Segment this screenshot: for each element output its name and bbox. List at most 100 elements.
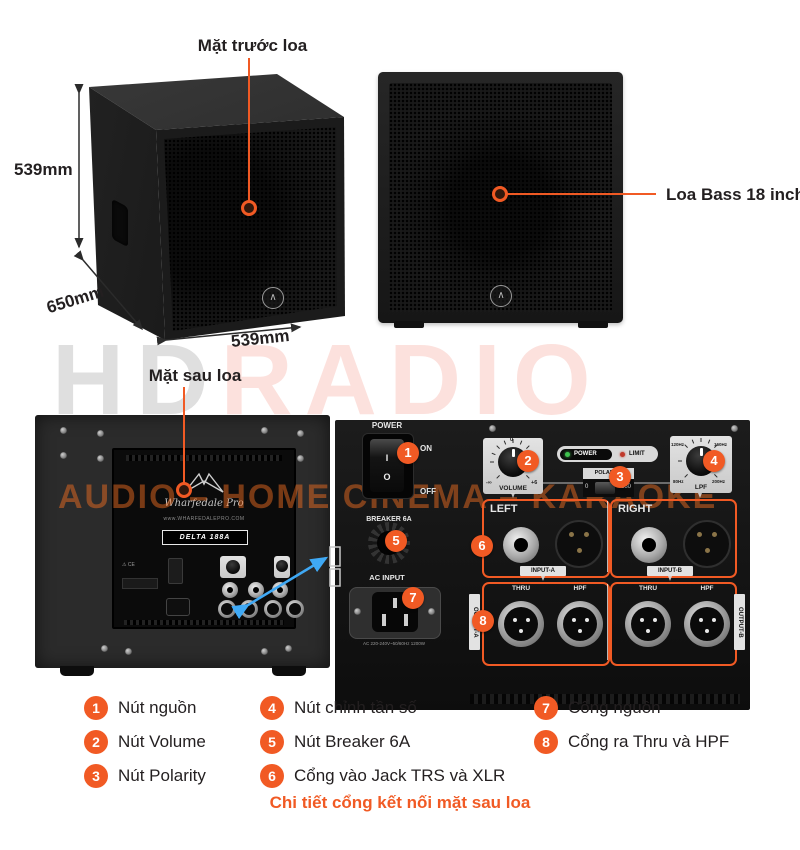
callout-2: 2 (517, 450, 539, 472)
output-b-vertical-tab: OUTPUT-B (734, 594, 745, 650)
power-led (565, 451, 570, 457)
vent-slots (126, 455, 282, 461)
legend-label-7: Cổng nguồn (568, 698, 661, 717)
callout-5: 5 (385, 530, 407, 552)
legend-label-3: Nút Polarity (118, 766, 206, 785)
panel-divider (607, 501, 608, 572)
lpf-ticks (678, 438, 724, 478)
screw (97, 430, 104, 437)
volume-min: -∞ (486, 480, 492, 486)
on-label: ON (420, 444, 432, 453)
lpf-160: 160Hz (714, 442, 728, 447)
breaker-label: BREAKER 6A (366, 516, 412, 523)
legend-item: 3 Nút Polarity (84, 764, 206, 788)
xlr-output-thru-a (498, 601, 544, 647)
wharfedale-wing-logo (184, 472, 224, 493)
height-dimension-label: 539mm (14, 160, 73, 179)
trs-jack-right (631, 527, 667, 563)
xlr-output-hpf-b (684, 601, 730, 647)
legend-num-6: 6 (260, 764, 284, 788)
right-label: RIGHT (618, 503, 653, 515)
screw (297, 455, 304, 462)
legend-num-5: 5 (260, 730, 284, 754)
left-label: LEFT (490, 503, 518, 515)
detail-zoom-arrow (231, 556, 329, 620)
legend-column-3: 7 Cổng nguồn 8 Cổng ra Thru và HPF (534, 696, 729, 764)
volume-text: VOLUME (499, 485, 527, 492)
legend-num-7: 7 (534, 696, 558, 720)
lpf-80: 80Hz (673, 479, 684, 484)
signal-flow-lines (511, 482, 702, 581)
front-speaker-perspective-photo: ∧ (60, 55, 360, 355)
legend-item: 5 Nút Breaker 6A (260, 730, 505, 754)
legend-item: 7 Cổng nguồn (534, 696, 729, 720)
legend-num-2: 2 (84, 730, 108, 754)
legend-label-1: Nút nguồn (118, 698, 197, 717)
cert-marks: ⚠ CE (122, 562, 135, 568)
hpf-label: HPF (573, 585, 587, 592)
legend-label-4: Nút chỉnh tần số (294, 698, 417, 717)
off-label: OFF (420, 487, 436, 496)
width-dimension-arrow (156, 323, 302, 346)
switch-off-glyph: O (383, 472, 391, 482)
watermark-hdradio: HDRADIO (52, 324, 603, 436)
rear-annotation: Mặt sau loa (148, 366, 242, 385)
led-indicator-strip: POWER LIMIT (557, 446, 658, 462)
thru-label: THRU (638, 585, 658, 592)
polarity-slider (595, 482, 615, 494)
legend-item: 4 Nút chỉnh tần số (260, 696, 505, 720)
vent-slots (124, 620, 284, 625)
lpf-text: LPF (694, 484, 708, 491)
input-b-tab: INPUT-B (647, 566, 693, 576)
speaker-foot (60, 666, 94, 676)
screw (297, 430, 304, 437)
xlr-output-hpf-a (557, 601, 603, 647)
panel-edge-clip (329, 568, 341, 587)
wharfedale-logo-badge: ∧ (490, 285, 512, 307)
legend-num-4: 4 (260, 696, 284, 720)
screw (125, 648, 132, 655)
speaker-foot (578, 321, 608, 328)
switch-on-glyph: I (385, 453, 389, 463)
limit-led-label: LIMIT (629, 450, 645, 457)
legend-num-8: 8 (534, 730, 558, 754)
thru-label: THRU (511, 585, 531, 592)
legend-caption: Chi tiết cổng kết nối mặt sau loa (269, 793, 531, 812)
woofer-shadow (164, 127, 337, 331)
screw (285, 645, 292, 652)
polarity-180: 180 (621, 484, 632, 490)
input-right-box (610, 499, 737, 578)
lpf-200: 200Hz (712, 479, 726, 484)
legend-label-5: Nút Breaker 6A (294, 732, 411, 751)
legend-num-3: 3 (84, 764, 108, 788)
trs-jack-left (503, 527, 539, 563)
bass-annotation: Loa Bass 18 inch (666, 185, 800, 204)
ac-spec-text: AC 220-240V~50/60Hz 1200W (363, 641, 425, 646)
brand-website: www.WHARFEDALEPRO.COM (163, 516, 245, 522)
screw (731, 425, 738, 432)
panel-divider (607, 584, 608, 660)
power-label: POWER (371, 421, 403, 430)
model-badge: DELTA 188A (162, 530, 248, 545)
xlr-input-right (683, 520, 731, 568)
callout-8: 8 (472, 610, 494, 632)
legend-label-2: Nút Volume (118, 732, 206, 751)
screw (428, 608, 435, 615)
wharfedale-logo-badge: ∧ (262, 287, 284, 309)
bass-callout-dot (492, 186, 508, 202)
callout-3: 3 (609, 466, 631, 488)
legend-column-1: 1 Nút nguồn 2 Nút Volume 3 Nút Polarity (84, 696, 206, 798)
legend-item: 2 Nút Volume (84, 730, 206, 754)
callout-7: 7 (402, 587, 424, 609)
screw (261, 648, 268, 655)
legend-label-8: Cổng ra Thru và HPF (568, 732, 730, 751)
rear-callout-dot (176, 482, 192, 498)
screw (101, 645, 108, 652)
callout-4: 4 (703, 450, 725, 472)
vent-slots (470, 694, 740, 704)
volume-max: +6 (531, 480, 538, 486)
legend-item: 8 Cổng ra Thru và HPF (534, 730, 729, 754)
legend-column-2: 4 Nút chỉnh tần số 5 Nút Breaker 6A 6 Cổ… (260, 696, 505, 798)
